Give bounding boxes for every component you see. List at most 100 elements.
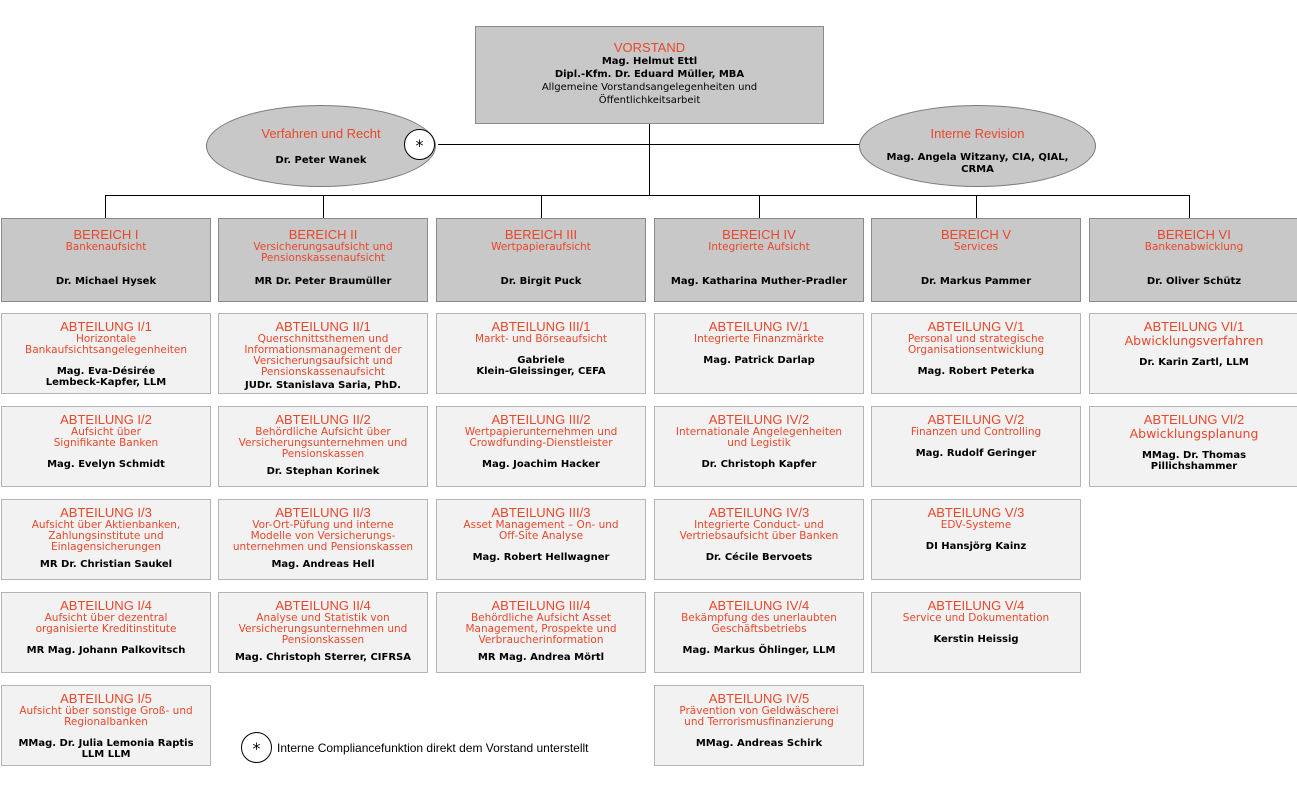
bereich-head: Dr. Markus Pammer bbox=[920, 276, 1032, 287]
abteilung-description-line: Abwicklungsplanung bbox=[1129, 426, 1259, 441]
interne-revision-ellipse: Interne Revision Mag. Angela Witzany, CI… bbox=[859, 105, 1096, 187]
abteilung-description: Finanzen und Controlling bbox=[872, 427, 1080, 438]
abteilung-head-line: Kerstin Heissig bbox=[933, 634, 1019, 645]
abteilung-head: Kerstin Heissig bbox=[872, 634, 1080, 645]
abteilung-head-line: MMag. Dr. Julia Lemonia Raptis bbox=[18, 738, 194, 749]
abteilung-description-line: Abwicklungsverfahren bbox=[1124, 333, 1264, 348]
abteilung-head-line: Mag. Robert Peterka bbox=[917, 366, 1035, 377]
bereich-subtitle: Integrierte Aufsicht bbox=[655, 242, 863, 253]
abteilung-title: ABTEILUNG V/4 bbox=[927, 598, 1025, 613]
bereich-subtitle-line: Integrierte Aufsicht bbox=[708, 241, 810, 253]
connector-horizontal bbox=[105, 195, 1189, 196]
abteilung-title: ABTEILUNG VI/2 bbox=[1143, 412, 1245, 427]
revision-head-1: Mag. Angela Witzany, CIA, QIAL, bbox=[886, 152, 1069, 163]
abteilung-head-line: MR Mag. Johann Palkovitsch bbox=[26, 645, 186, 656]
abteilung-description: Service und Dokumentation bbox=[872, 613, 1080, 624]
abteilung-head-line: DI Hansjörg Kainz bbox=[925, 541, 1027, 552]
abteilung-description: Aufsicht über Aktienbanken,Zahlungsinsti… bbox=[2, 520, 210, 553]
abteilung-title: ABTEILUNG VI/1 bbox=[1143, 319, 1245, 334]
abteilung-description-line: Organisationsentwicklung bbox=[907, 344, 1045, 356]
abteilung-head-line: Mag. Patrick Darlap bbox=[703, 355, 815, 366]
abteilung-title: ABTEILUNG II/2 bbox=[275, 412, 371, 427]
abteilung-title: ABTEILUNG I/4 bbox=[60, 598, 152, 613]
abteilung-description-line: EDV-Systeme bbox=[940, 519, 1012, 531]
abteilung-head: Mag. Robert Peterka bbox=[872, 366, 1080, 377]
vorstand-desc-2: Öffentlichkeitsarbeit bbox=[598, 95, 701, 106]
connector-bereich-6 bbox=[1189, 195, 1190, 219]
abteilung-head-line: MR Mag. Andrea Mörtl bbox=[477, 652, 605, 663]
abteilung-description-line: Internationale Angelegenheiten bbox=[675, 426, 843, 438]
bereich-subtitle-line: Bankenabwicklung bbox=[1144, 241, 1244, 253]
abteilung-description-line: Crowdfunding-Dienstleister bbox=[469, 437, 613, 449]
bereich-subtitle-line: Pensionskassenaufsicht bbox=[260, 252, 386, 264]
abteilung-head-line: MR Dr. Christian Saukel bbox=[39, 559, 173, 570]
bereich-subtitle: Wertpapieraufsicht bbox=[437, 242, 645, 253]
vorstand-box: VORSTAND Mag. Helmut Ettl Dipl.-Kfm. Dr.… bbox=[475, 26, 824, 124]
abteilung-description-line: Aufsicht über dezentral bbox=[44, 612, 168, 624]
bereich-subtitle-line: Wertpapieraufsicht bbox=[491, 241, 591, 253]
abteilung-title: ABTEILUNG I/2 bbox=[60, 412, 152, 427]
abteilung-description-line: Versicherungsunternehmen und bbox=[238, 437, 408, 449]
abteilung-description: EDV-Systeme bbox=[872, 520, 1080, 531]
connector-staff bbox=[438, 144, 862, 145]
abteilung-head: Mag. Andreas Hell bbox=[219, 559, 427, 570]
bereich-subtitle: Bankenaufsicht bbox=[2, 242, 210, 253]
abteilung-description-line: Off-Site Analyse bbox=[498, 530, 584, 542]
vorstand-title: VORSTAND bbox=[613, 40, 686, 55]
bereich-head: Dr. Oliver Schütz bbox=[1146, 276, 1242, 287]
abteilung-head: Mag. Joachim Hacker bbox=[437, 459, 645, 470]
abteilung-description-line: Vertriebsaufsicht über Banken bbox=[679, 530, 839, 542]
abteilung-head-line: JUDr. Stanislava Saria, PhD. bbox=[245, 380, 401, 391]
abteilung-title: ABTEILUNG IV/3 bbox=[708, 505, 810, 520]
bereich-subtitle-line: Services bbox=[953, 241, 999, 253]
revision-head-2: CRMA bbox=[961, 164, 994, 175]
abteilung-description-line: Einlagensicherungen bbox=[50, 541, 162, 553]
abteilung-head-line: Mag. Evelyn Schmidt bbox=[47, 459, 165, 470]
bereich-subtitle-line: Bankenaufsicht bbox=[65, 241, 147, 253]
abteilung-description-line: Horizontale bbox=[75, 333, 137, 345]
abteilung-description-line: und Legistik bbox=[727, 437, 791, 449]
abteilung-description: Markt- und Börseaufsicht bbox=[437, 334, 645, 345]
abteilung-description-line: Pensionskassen bbox=[281, 634, 365, 646]
verfahren-und-recht-ellipse: Verfahren und Recht Dr. Peter Wanek bbox=[206, 105, 436, 187]
abteilung-description: Abwicklungsplanung bbox=[1090, 427, 1297, 440]
abteilung-description-line: Aufsicht über bbox=[71, 426, 141, 438]
abteilung-head-line: Mag. Andreas Hell bbox=[271, 559, 375, 570]
bereich-subtitle-line: Versicherungsaufsicht und bbox=[253, 241, 393, 253]
abteilung-description-line: Pensionskassenaufsicht bbox=[260, 366, 386, 378]
abteilung-description-line: Behördliche Aufsicht über bbox=[255, 426, 391, 438]
abteilung-description: Abwicklungsverfahren bbox=[1090, 334, 1297, 347]
abteilung-description-line: Aufsicht über sonstige Groß- und bbox=[19, 705, 193, 717]
abteilung-description-line: Wertpapierunternehmen und bbox=[464, 426, 618, 438]
abteilung-head: Dr. Karin Zartl, LLM bbox=[1090, 357, 1297, 368]
abteilung-description-line: Vor-Ort-Püfung und interne bbox=[252, 519, 394, 531]
abteilung-description-line: Bekämpfung des unerlaubten bbox=[681, 612, 837, 624]
abteilung-title: ABTEILUNG III/1 bbox=[491, 319, 591, 334]
legend-text: Interne Compliancefunktion direkt dem Vo… bbox=[277, 741, 589, 755]
abteilung-title: ABTEILUNG III/4 bbox=[491, 598, 591, 613]
abteilung-title: ABTEILUNG IV/2 bbox=[708, 412, 810, 427]
abteilung-description-line: Management, Prospekte und bbox=[465, 623, 617, 635]
abteilung-head: Mag. Christoph Sterrer, CIFRSA bbox=[219, 652, 427, 663]
abteilung-title: ABTEILUNG V/2 bbox=[927, 412, 1025, 427]
abteilung-description-line: Analyse und Statistik von bbox=[256, 612, 390, 624]
